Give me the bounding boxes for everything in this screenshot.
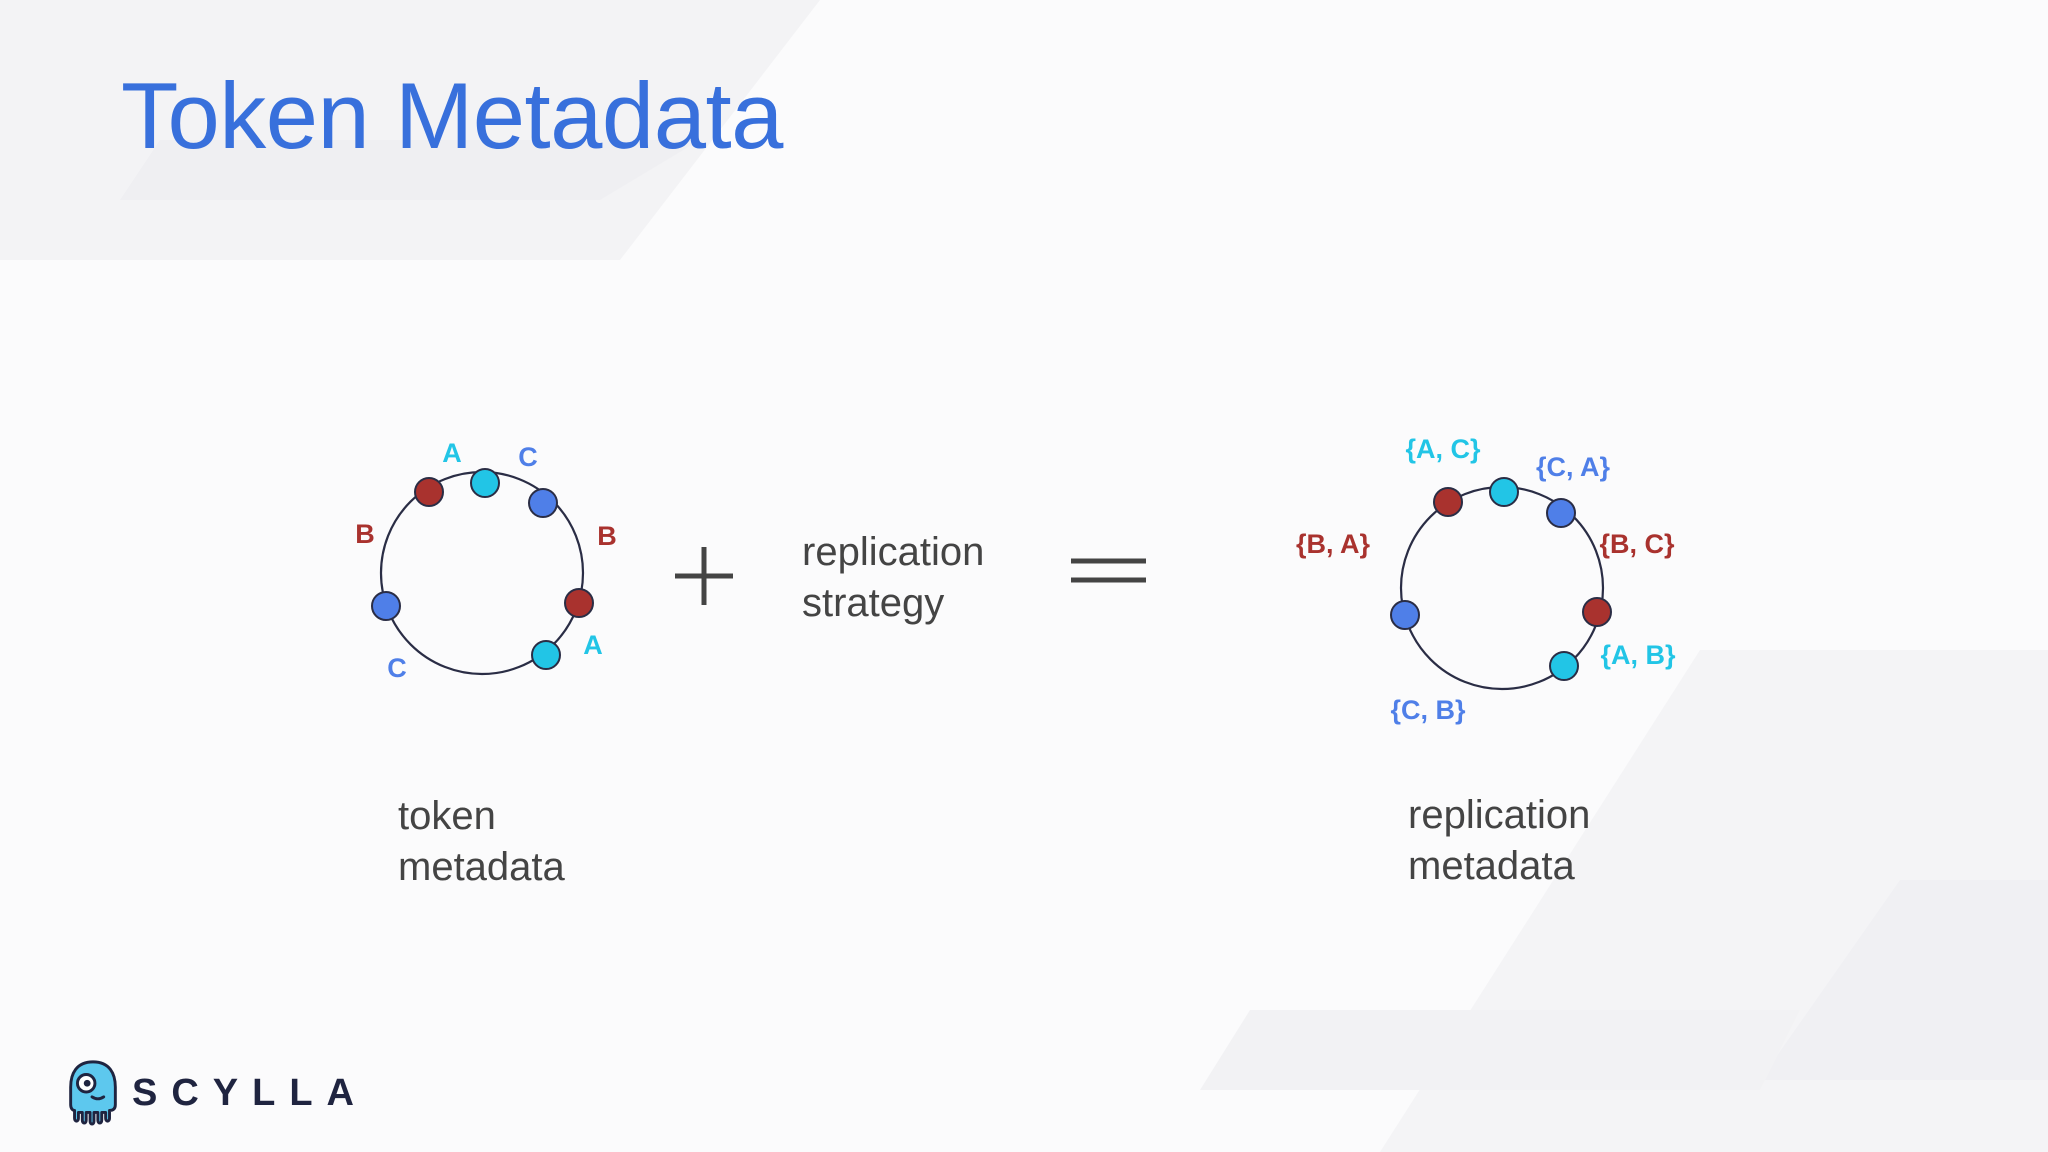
node-label: B — [355, 519, 375, 549]
token-metadata-caption: token metadata — [398, 791, 565, 893]
node-label: B — [597, 521, 617, 551]
scylla-logo-icon — [69, 1060, 117, 1126]
brand-name: SCYLLA — [132, 1072, 368, 1114]
replica-set-label: {A, C} — [1405, 434, 1481, 464]
token-metadata-caption-line1: token — [398, 794, 496, 838]
replication-strategy-label: replication strategy — [802, 527, 984, 629]
replica-set-label: {C, A} — [1536, 452, 1611, 482]
equals-operator — [1071, 558, 1146, 583]
replica-set-label: {B, C} — [1599, 529, 1675, 559]
node-label: C — [518, 442, 538, 472]
ring-node — [1433, 487, 1463, 517]
slide-title: Token Metadata — [121, 63, 783, 168]
replication-metadata-caption-line2: metadata — [1408, 844, 1575, 888]
node-label: C — [387, 653, 407, 683]
node-label: A — [583, 630, 603, 660]
replication-strategy-line1: replication — [802, 530, 985, 574]
ring-node — [564, 588, 594, 618]
ring-node — [1489, 477, 1519, 507]
ring-node — [1549, 651, 1579, 681]
ring-node — [371, 591, 401, 621]
replication-metadata-caption-line1: replication — [1408, 793, 1591, 837]
replication-ring-diagram: {A, C} {C, A} {B, A} {B, C} {A, B} {C, B… — [1296, 434, 1676, 725]
ring-node — [528, 488, 558, 518]
replica-set-label: {B, A} — [1296, 529, 1371, 559]
token-metadata-caption-line2: metadata — [398, 845, 565, 889]
ring-node — [531, 640, 561, 670]
ring-node — [1582, 597, 1612, 627]
ring-node — [414, 477, 444, 507]
ring-node — [1546, 498, 1576, 528]
ring-node — [1390, 600, 1420, 630]
replica-set-label: {A, B} — [1600, 640, 1676, 670]
replication-strategy-line2: strategy — [802, 581, 945, 625]
replica-set-label: {C, B} — [1390, 695, 1466, 725]
ring-node — [470, 468, 500, 498]
plus-operator — [675, 547, 733, 605]
replication-metadata-caption: replication metadata — [1408, 790, 1590, 892]
token-ring-diagram: A C B B C A — [355, 438, 617, 683]
node-label: A — [442, 438, 462, 468]
